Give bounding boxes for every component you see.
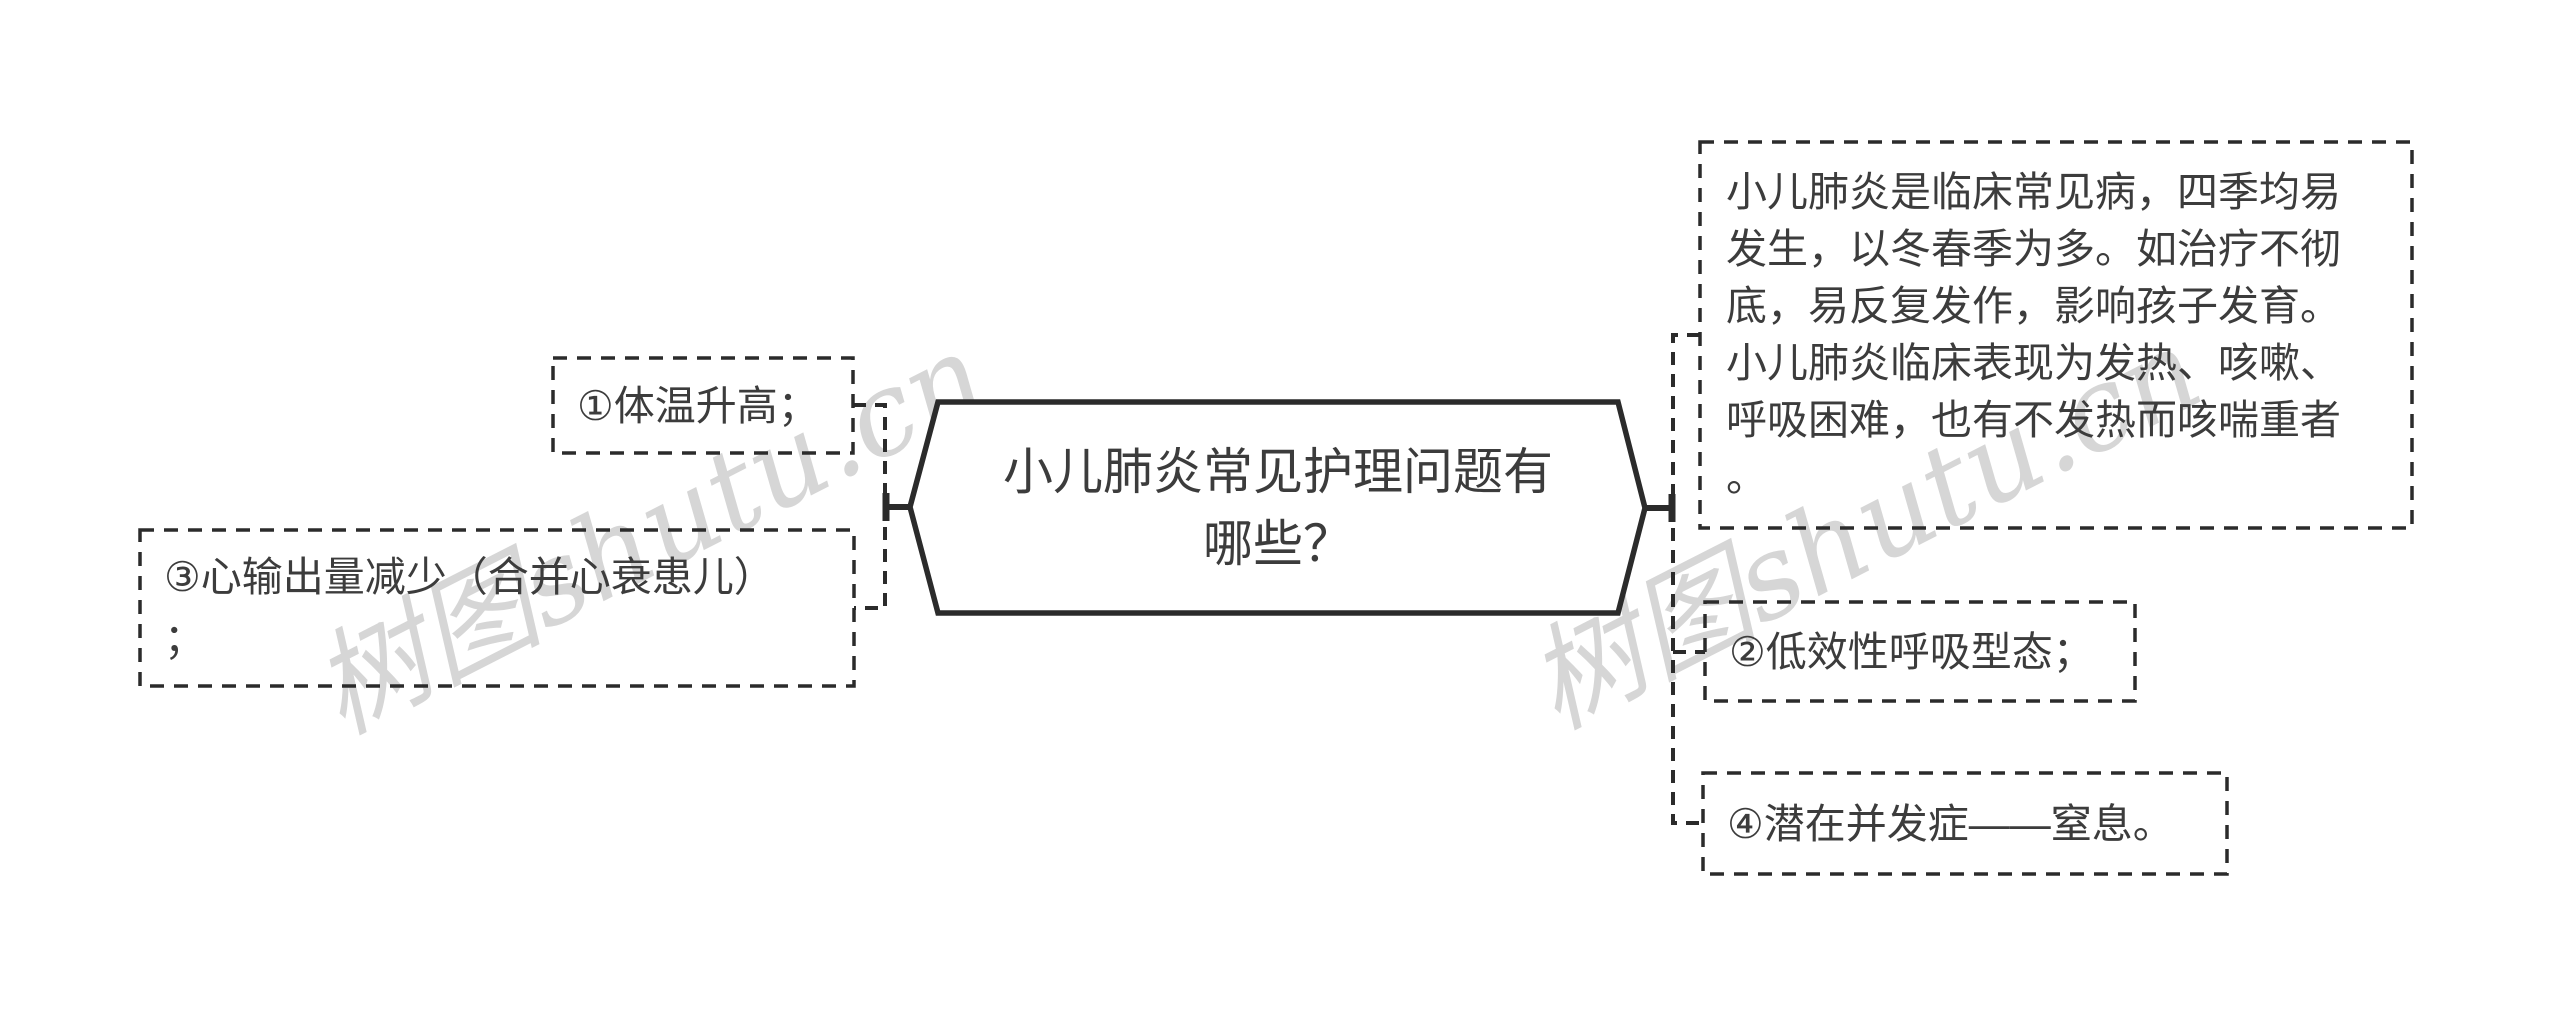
branch-node-breathing-pattern[interactable]: ②低效性呼吸型态； xyxy=(1729,628,2094,675)
central-topic-shape xyxy=(907,399,1648,616)
central-topic-node[interactable]: 小儿肺炎常见护理问题有 哪些？ xyxy=(1003,443,1553,572)
branch-node-potential-complication[interactable]: ④潜在并发症——窒息。 xyxy=(1727,800,2174,847)
branch-node-2-border xyxy=(1703,600,2137,703)
branch-node-3-border xyxy=(138,528,856,688)
connector-right-trunk xyxy=(1671,333,1703,825)
connector-left-trunk xyxy=(853,403,887,610)
branch-node-cardiac-output[interactable]: ③心输出量减少（合并心衰患儿） ； xyxy=(164,554,775,662)
note-node[interactable]: 小儿肺炎是临床常见病，四季均易 发生，以冬春季为多。如治疗不彻 底，易反复发作，… xyxy=(1726,169,2341,500)
branch-node-1-border xyxy=(551,356,855,455)
branch-node-body-temperature[interactable]: ①体温升高； xyxy=(577,382,819,429)
note-node-border xyxy=(1698,140,2414,530)
